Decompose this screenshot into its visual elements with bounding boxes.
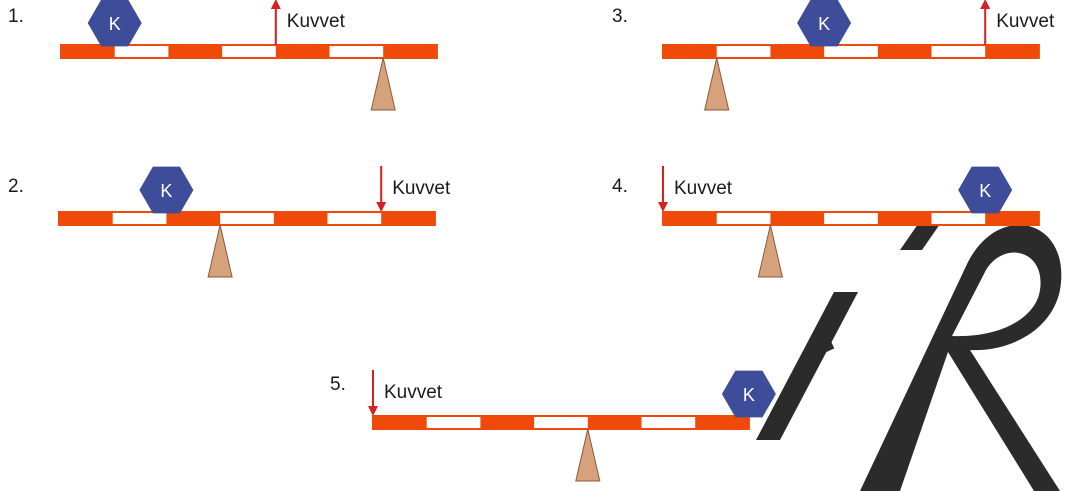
mass-label: K bbox=[979, 181, 991, 201]
lever-number: 2. bbox=[8, 176, 24, 197]
bar-segment bbox=[663, 45, 717, 58]
bar-segment bbox=[59, 212, 113, 225]
bar-segment bbox=[695, 416, 749, 429]
watermark-stroke bbox=[860, 224, 1062, 491]
mass-hexagon bbox=[139, 166, 194, 214]
mass-hexagon bbox=[797, 0, 852, 47]
watermark-stroke bbox=[815, 335, 835, 355]
fulcrum-triangle bbox=[704, 57, 730, 111]
bar-segment bbox=[770, 212, 825, 225]
bar-segment bbox=[480, 416, 535, 429]
mass-hexagon bbox=[958, 166, 1013, 214]
lever-bar bbox=[662, 211, 1040, 226]
force-label: Kuvvet bbox=[384, 382, 443, 403]
fulcrum-triangle bbox=[370, 57, 396, 111]
bar-segment bbox=[168, 45, 223, 58]
arrow-head bbox=[270, 0, 281, 9]
bar-segment bbox=[166, 212, 221, 225]
fulcrum-triangle bbox=[207, 224, 233, 278]
force-label: Kuvvet bbox=[392, 178, 451, 199]
bar-segment bbox=[61, 45, 115, 58]
arrow-head bbox=[368, 406, 378, 416]
lever-5: 5. K Kuvvet bbox=[330, 370, 776, 482]
mass-label: K bbox=[743, 385, 755, 405]
bar-segment bbox=[381, 212, 435, 225]
lever-4: 4. K Kuvvet bbox=[612, 166, 1040, 278]
bar-segment bbox=[275, 45, 330, 58]
arrow-head bbox=[376, 202, 387, 212]
lever-3: 3. K Kuvvet bbox=[612, 0, 1055, 111]
bar-segment bbox=[877, 45, 932, 58]
lever-bar bbox=[58, 211, 436, 226]
bar-segment bbox=[985, 45, 1039, 58]
bar-segment bbox=[273, 212, 328, 225]
lever-1: 1. K Kuvvet bbox=[8, 0, 438, 111]
mass-label: K bbox=[160, 181, 172, 201]
force-label: Kuvvet bbox=[287, 11, 346, 32]
mass-hexagon bbox=[721, 370, 776, 418]
lever-number: 3. bbox=[612, 6, 628, 27]
lever-number: 1. bbox=[8, 6, 24, 27]
bar-segment bbox=[587, 416, 642, 429]
lever-bar bbox=[662, 44, 1040, 59]
fulcrum-triangle bbox=[757, 224, 784, 278]
bar-segment bbox=[770, 45, 825, 58]
lever-bar bbox=[372, 415, 750, 430]
force-label: Kuvvet bbox=[996, 11, 1055, 32]
arrow-head bbox=[658, 202, 668, 212]
watermark-stroke bbox=[900, 224, 940, 250]
lever-number: 5. bbox=[330, 374, 346, 395]
lever-number: 4. bbox=[612, 176, 628, 197]
arrow-head bbox=[980, 0, 991, 9]
lever-bar bbox=[60, 44, 438, 59]
bar-segment bbox=[985, 212, 1039, 225]
mass-label: K bbox=[109, 14, 121, 34]
watermark-stroke bbox=[756, 292, 858, 440]
bar-segment bbox=[877, 212, 932, 225]
mass-label: K bbox=[818, 14, 830, 34]
bar-segment bbox=[373, 416, 427, 429]
force-label: Kuvvet bbox=[674, 178, 733, 199]
watermark-logo bbox=[756, 224, 1062, 491]
lever-2: 2. K Kuvvet bbox=[8, 166, 451, 278]
mass-hexagon bbox=[87, 0, 142, 47]
fulcrum-triangle bbox=[575, 428, 601, 482]
bar-segment bbox=[383, 45, 437, 58]
bar-segment bbox=[663, 212, 717, 225]
